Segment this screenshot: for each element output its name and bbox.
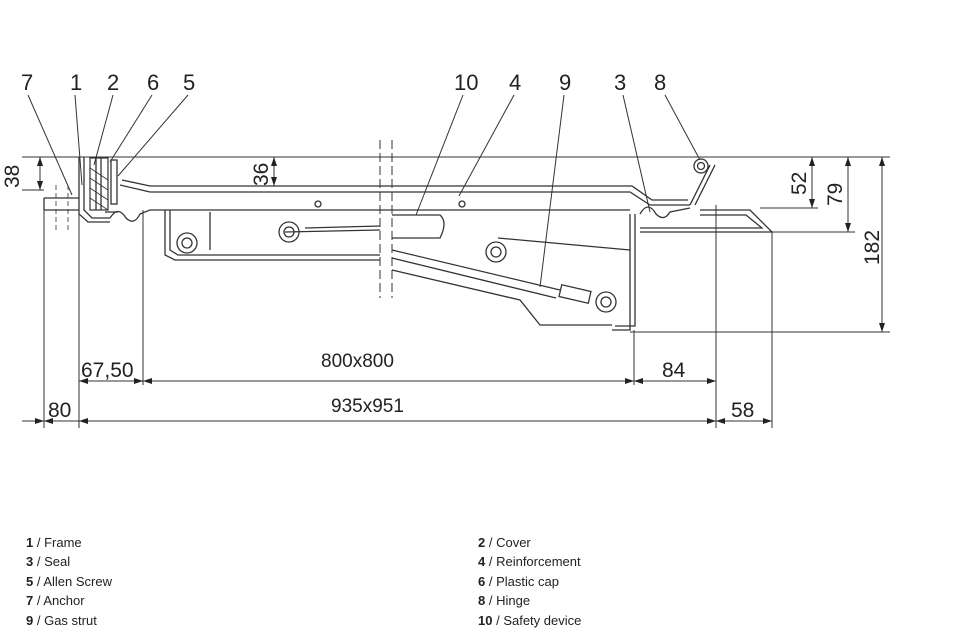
dim-79: 79 — [824, 183, 847, 206]
legend-item: 6 / Plastic cap — [478, 573, 559, 589]
legend-item: 5 / Allen Screw — [26, 573, 112, 589]
callout-4: 4 — [509, 70, 521, 95]
legend-item: 2 / Cover — [478, 535, 531, 550]
legend-item: 8 / Hinge — [478, 593, 531, 609]
callout-10: 10 — [454, 70, 478, 95]
legend-item: 3 / Seal — [26, 554, 71, 570]
callout-5: 5 — [183, 70, 195, 95]
dim-80: 80 — [48, 399, 71, 422]
callout-2: 2 — [107, 70, 119, 95]
legend-item: 10 / Safety device — [478, 612, 582, 628]
dim-800x800: 800x800 — [321, 351, 394, 372]
callout-8: 8 — [654, 70, 666, 95]
leader-lines — [27, 94, 701, 288]
callout-7: 7 — [21, 70, 33, 95]
dimension-labels: 38 36 52 79 182 67,50 800x800 84 80 935x… — [1, 163, 884, 422]
legend-item: 1 / Frame — [26, 535, 82, 550]
dim-935x951: 935x951 — [331, 396, 404, 417]
legend-left: 1 / Frame 3 / Seal 5 / Allen Screw 7 / A… — [26, 533, 112, 630]
section-view — [22, 140, 890, 331]
dim-38: 38 — [1, 165, 24, 188]
dim-52: 52 — [788, 172, 811, 195]
dim-36: 36 — [250, 163, 273, 186]
legend-item: 4 / Reinforcement — [478, 554, 581, 570]
dim-84: 84 — [662, 359, 686, 382]
callout-6: 6 — [147, 70, 159, 95]
callout-3: 3 — [614, 70, 626, 95]
dim-182: 182 — [861, 230, 884, 265]
callout-1: 1 — [70, 70, 82, 95]
legend-item: 9 / Gas strut — [26, 612, 97, 628]
legend-right: 2 / Cover 4 / Reinforcement 6 / Plastic … — [478, 533, 581, 630]
dimension-lines — [22, 157, 890, 428]
callout-9: 9 — [559, 70, 571, 95]
callout-numbers: 7 1 2 6 5 10 4 9 3 8 — [21, 70, 666, 95]
legend-item: 7 / Anchor — [26, 593, 85, 609]
technical-drawing: 7 1 2 6 5 10 4 9 3 8 38 36 52 79 182 67,… — [1, 70, 890, 428]
dim-67-50: 67,50 — [81, 359, 134, 382]
dim-58: 58 — [731, 399, 754, 422]
